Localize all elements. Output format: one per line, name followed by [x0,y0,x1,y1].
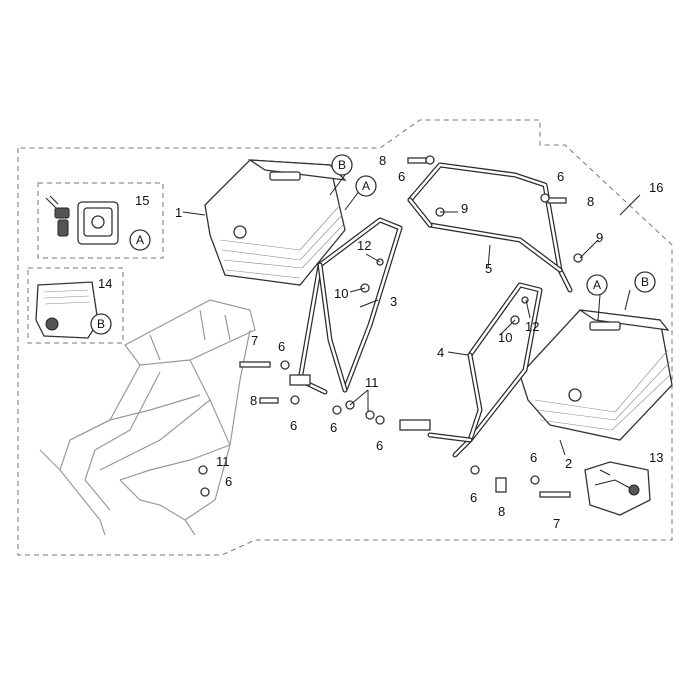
callout-6d: 6 [376,438,383,453]
svg-text:A: A [136,233,144,247]
callout-7a: 7 [251,333,258,348]
leader-lines [182,174,641,476]
callout-8a: 8 [250,393,257,408]
callout-8c: 8 [587,194,594,209]
callout-10a: 10 [334,286,348,301]
callout-6i: 6 [225,474,232,489]
callout-16: 16 [649,180,663,195]
callout-3: 3 [390,294,397,309]
callout-9a: 9 [461,201,468,216]
key-lock-part [45,195,119,245]
marker-b-case-right: B [634,271,656,293]
callout-14: 14 [98,276,112,291]
small-accessory-bag [584,461,651,516]
callout-5: 5 [485,261,492,276]
svg-text:B: B [641,275,649,289]
callout-7b: 7 [553,516,560,531]
callout-6g: 6 [398,169,405,184]
motorcycle-subframe [39,299,256,536]
callout-2: 2 [565,456,572,471]
callout-12b: 12 [525,319,539,334]
svg-text:B: B [338,158,346,172]
callout-15: 15 [135,193,149,208]
marker-a-case-right: A [586,274,608,296]
callout-6b: 6 [290,418,297,433]
callout-11b: 11 [216,454,230,469]
inset-box-15 [37,182,164,259]
callout-6f: 6 [530,450,537,465]
callout-12a: 12 [357,238,371,253]
left-pannier-case [204,159,347,286]
left-pannier-rack [289,217,403,395]
callout-11a: 11 [365,375,379,390]
marker-b-case-left: B [331,154,353,176]
callout-6h: 6 [557,169,564,184]
marker-a-lock: A [129,229,151,251]
callout-4: 4 [437,345,444,360]
callout-13: 13 [649,450,663,465]
right-pannier-case [519,309,673,441]
callout-9b: 9 [596,230,603,245]
callout-8d: 8 [498,504,505,519]
callout-6a: 6 [278,339,285,354]
inset-box-14 [27,267,124,344]
kit-boundary-outline [17,119,673,556]
rear-upper-bracket [407,162,573,293]
svg-text:B: B [97,317,105,331]
marker-a-case-left: A [355,175,377,197]
callout-10b: 10 [498,330,512,345]
svg-text:A: A [362,179,370,193]
marker-b-lock: B [90,313,112,335]
right-pannier-rack [399,282,543,458]
callout-6e: 6 [470,490,477,505]
callout-6c: 6 [330,420,337,435]
callout-1: 1 [175,205,182,220]
svg-text:A: A [593,278,601,292]
callout-8b: 8 [379,153,386,168]
lock-cover-part [35,281,99,339]
